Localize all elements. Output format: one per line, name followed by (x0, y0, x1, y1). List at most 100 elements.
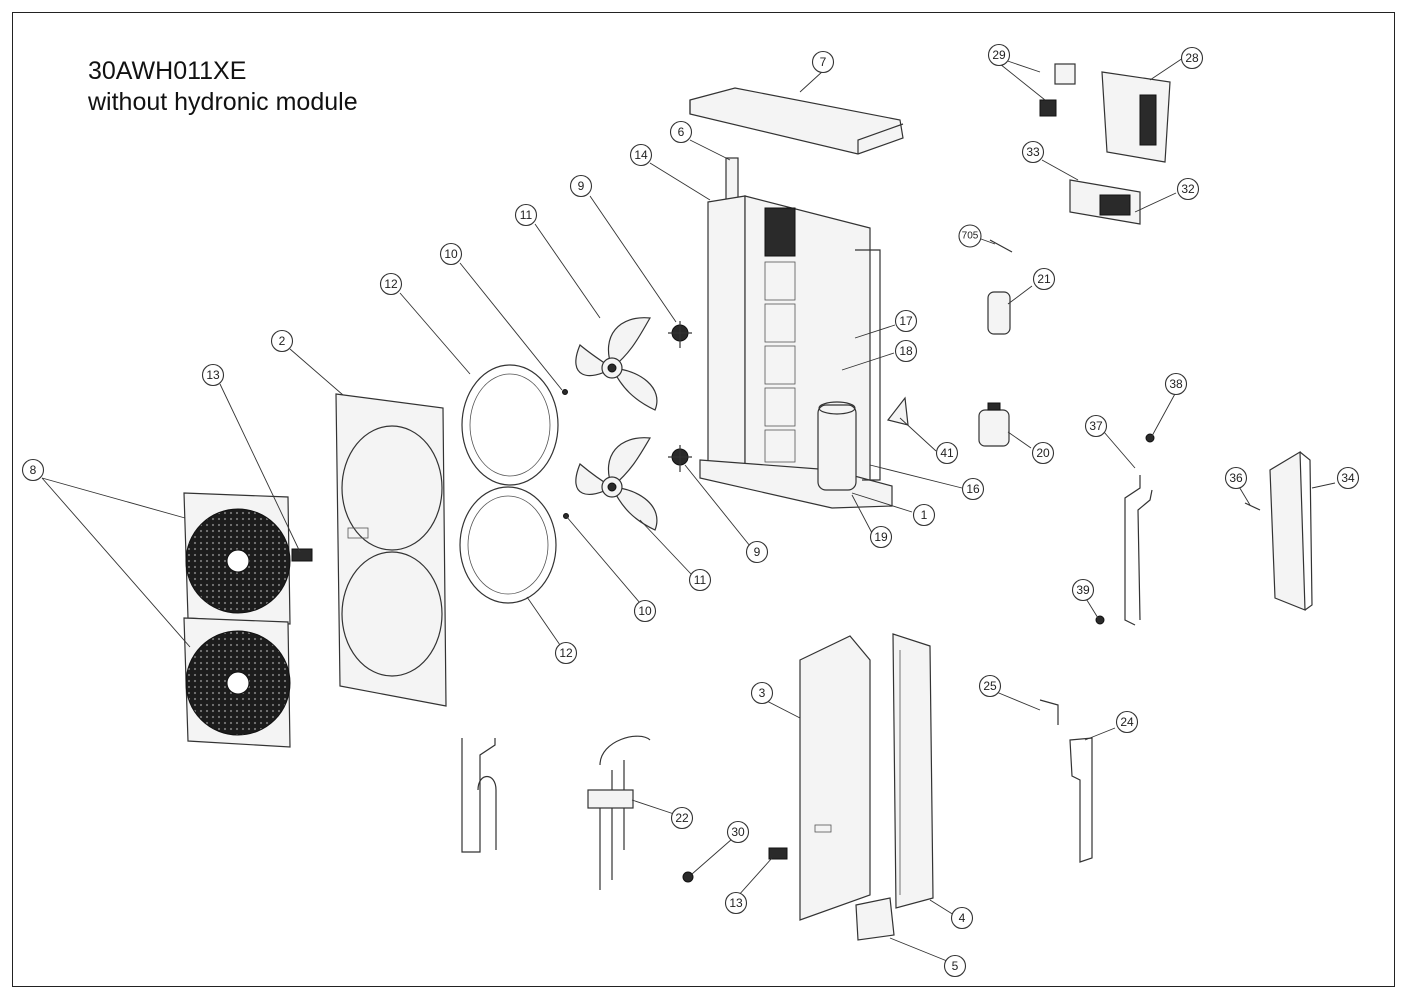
callout-22: 22 (670, 806, 694, 830)
svg-text:17: 17 (899, 314, 913, 328)
callout-37: 37 (1084, 414, 1108, 438)
callout-10-top: 10 (439, 242, 463, 266)
callout-705: 705 (958, 224, 982, 248)
svg-text:38: 38 (1169, 377, 1183, 391)
svg-text:12: 12 (384, 277, 398, 291)
plug-part-30 (682, 871, 694, 883)
callout-14: 14 (629, 143, 653, 167)
svg-text:24: 24 (1120, 715, 1134, 729)
screw-part-36 (1244, 502, 1261, 511)
callout-13-top: 13 (201, 363, 225, 387)
accumulator-20 (978, 402, 1010, 447)
svg-text:10: 10 (444, 247, 458, 261)
svg-text:28: 28 (1185, 51, 1199, 65)
callout-33: 33 (1021, 140, 1045, 164)
callout-8: 8 (21, 458, 45, 482)
svg-text:12: 12 (559, 646, 573, 660)
svg-text:25: 25 (983, 679, 997, 693)
svg-text:10: 10 (638, 604, 652, 618)
svg-text:14: 14 (634, 148, 648, 162)
svg-text:41: 41 (940, 446, 954, 460)
fan-guard-bottom (183, 617, 291, 748)
svg-text:13: 13 (729, 896, 743, 910)
svg-text:13: 13 (206, 368, 220, 382)
callout-38: 38 (1164, 372, 1188, 396)
svg-text:9: 9 (578, 179, 585, 193)
callout-30: 30 (726, 820, 750, 844)
callout-12-top: 12 (379, 272, 403, 296)
svg-text:20: 20 (1036, 446, 1050, 460)
svg-text:9: 9 (754, 545, 761, 559)
terminal-blocks (1039, 63, 1076, 117)
top-cover (689, 87, 904, 155)
chassis-frame (699, 195, 893, 509)
svg-text:3: 3 (759, 686, 766, 700)
callout-6: 6 (669, 120, 693, 144)
callout-24: 24 (1115, 710, 1139, 734)
model-number: 30AWH011XE (88, 57, 247, 85)
callout-25: 25 (978, 674, 1002, 698)
screw-part-10-top (562, 389, 568, 395)
svg-text:8: 8 (30, 463, 37, 477)
mounting-bracket-24 (1039, 699, 1093, 863)
fan-shroud-ring-top (461, 364, 559, 486)
fan-shroud-ring-bottom (459, 486, 557, 604)
refrigerant-pipes (461, 738, 497, 853)
bracket-part-41 (886, 396, 909, 426)
svg-text:705: 705 (962, 231, 979, 242)
fan-blade-bottom (575, 437, 658, 531)
svg-text:4: 4 (959, 911, 966, 925)
model-subtitle: without hydronic module (88, 88, 358, 116)
svg-text:34: 34 (1341, 471, 1355, 485)
callout-41: 41 (935, 441, 959, 465)
svg-text:22: 22 (675, 811, 689, 825)
svg-text:18: 18 (899, 344, 913, 358)
callout-10-bottom: 10 (633, 599, 657, 623)
svg-text:33: 33 (1026, 145, 1040, 159)
callout-29: 29 (987, 43, 1011, 67)
pcb-module (1069, 179, 1141, 225)
front-panel (335, 393, 447, 707)
sensor-part-705 (989, 239, 1013, 253)
rear-panel (892, 633, 934, 909)
svg-text:30: 30 (731, 825, 745, 839)
callout-9-top: 9 (569, 174, 593, 198)
svg-text:21: 21 (1037, 272, 1051, 286)
callout-17: 17 (894, 309, 918, 333)
valve-assembly (587, 735, 651, 890)
svg-text:7: 7 (820, 55, 827, 69)
callout-36: 36 (1224, 466, 1248, 490)
svg-text:19: 19 (874, 530, 888, 544)
callout-11-top: 11 (514, 203, 538, 227)
valve-cover (855, 897, 895, 941)
callout-34: 34 (1336, 466, 1360, 490)
drawing-frame (12, 12, 1395, 987)
callout-13-bottom: 13 (724, 891, 748, 915)
callout-20: 20 (1031, 441, 1055, 465)
svg-text:1: 1 (921, 508, 928, 522)
callout-5: 5 (943, 954, 967, 978)
svg-text:11: 11 (520, 208, 533, 222)
svg-text:39: 39 (1076, 583, 1090, 597)
svg-text:29: 29 (992, 48, 1006, 62)
callout-7: 7 (811, 50, 835, 74)
leader-lines (41, 54, 1336, 962)
filter-drier-21 (987, 291, 1011, 335)
svg-text:6: 6 (678, 125, 685, 139)
title-block: 30AWH011XE without hydronic module (88, 56, 358, 118)
fan-guard-top (183, 492, 291, 625)
callout-11-bottom: 11 (688, 568, 712, 592)
water-pipe (1095, 433, 1155, 626)
clip-part-13 (291, 548, 313, 562)
callout-28: 28 (1180, 46, 1204, 70)
svg-text:5: 5 (952, 959, 959, 973)
callout-1: 1 (912, 503, 936, 527)
callout-4: 4 (950, 906, 974, 930)
svg-text:11: 11 (694, 573, 707, 587)
callout-19: 19 (869, 525, 893, 549)
plate-heat-exchanger (1269, 450, 1313, 611)
fan-blade-top (575, 317, 658, 411)
callout-32: 32 (1176, 177, 1200, 201)
svg-text:16: 16 (966, 482, 980, 496)
